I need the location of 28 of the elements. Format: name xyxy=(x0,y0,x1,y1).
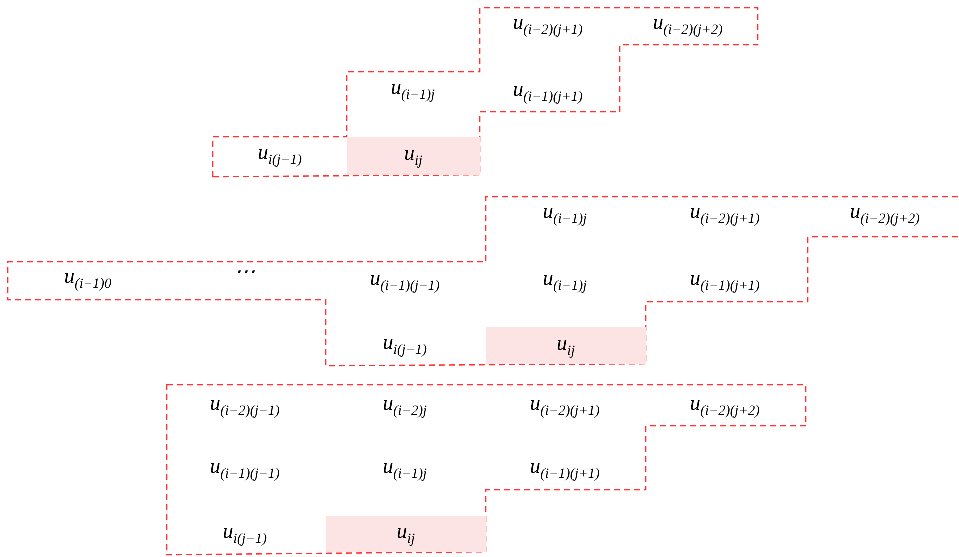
math-term: u$_{i(j−1)}$ xyxy=(258,142,302,168)
math-term: u$_{i(j−1)}$ xyxy=(222,520,268,548)
math-term: u$_{ij}$ xyxy=(396,520,416,548)
highlighted-cell xyxy=(326,516,486,552)
math-term: u$_{(i−1)j}$ xyxy=(390,76,436,104)
highlighted-cell xyxy=(486,327,646,364)
math-term: u$_{(i−1)j}$ xyxy=(382,456,428,482)
math-term: u$_{(i−1)(j−1)}$ xyxy=(370,268,440,294)
highlighted-cell xyxy=(347,137,480,175)
math-term: u$_{(i−2)(j−1)}$ xyxy=(210,392,280,420)
math-term: u$_{(i−1)j}$ xyxy=(542,268,588,294)
math-term: u$_{(i−2)(j+2)}$ xyxy=(653,12,723,38)
math-term: u$_{(i−2)(j+2)}$ xyxy=(690,392,760,420)
math-term: u$_{(i−2)(j+2)}$ xyxy=(850,200,920,228)
math-term: u$_{(i−1)0}$ xyxy=(64,266,112,292)
math-term: u$_{i(j−1)}$ xyxy=(382,332,428,358)
math-term: u$_{(i−1)(j+1)}$ xyxy=(513,78,583,106)
math-term: u$_{(i−1)j}$ xyxy=(542,200,588,228)
math-term: u$_{(i−1)(j+1)}$ xyxy=(690,268,760,294)
ellipsis: ⋯ xyxy=(234,262,256,282)
math-term: u$_{(i−2)(j+1)}$ xyxy=(690,200,760,228)
math-term: u$_{(i−1)(j+1)}$ xyxy=(530,456,600,482)
math-term: u$_{(i−2)(j+1)}$ xyxy=(513,12,583,38)
math-term: u$_{ij}$ xyxy=(556,332,576,359)
math-term: u$_{ij}$ xyxy=(404,142,423,170)
math-term: u$_{(i−2)j}$ xyxy=(382,392,428,420)
math-term: u$_{(i−2)(j+1)}$ xyxy=(530,392,600,420)
math-term: u$_{(i−1)(j−1)}$ xyxy=(210,456,280,482)
